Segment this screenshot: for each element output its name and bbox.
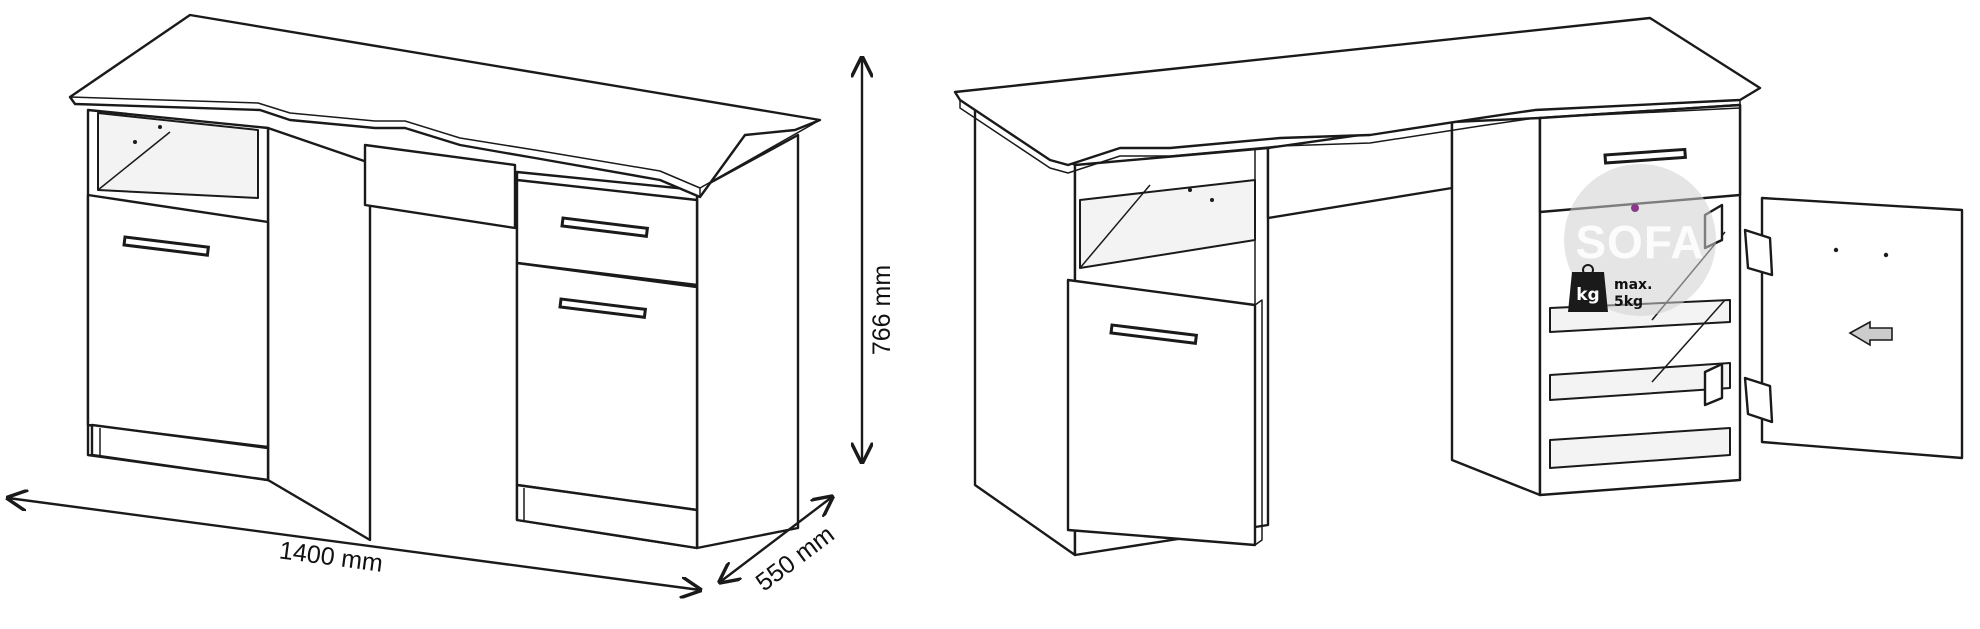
drawer-handle <box>560 216 650 238</box>
hinge-cup-lower <box>1743 376 1774 424</box>
load-max-label: max. <box>1614 277 1652 293</box>
left-door <box>86 193 270 449</box>
dimensioned-desk-view <box>68 13 822 550</box>
watermark-text: SOFA <box>1575 216 1704 268</box>
hinge-plate-lower <box>1703 362 1724 407</box>
right-pedestal-side <box>695 133 800 550</box>
open-left-side-panel <box>973 106 1077 557</box>
modesty-panel <box>363 143 517 230</box>
kg-label: kg <box>1576 285 1599 305</box>
right-door <box>515 261 699 512</box>
height-label: 766 mm <box>868 265 896 355</box>
hinge-cup-upper <box>1743 228 1774 277</box>
left-door-handle <box>122 235 211 257</box>
weight-icon <box>1568 272 1608 312</box>
open-right-shelf-2 <box>1549 362 1731 401</box>
right-door-handle <box>558 297 648 319</box>
open-right-bottom <box>1549 427 1731 469</box>
left-pedestal-side <box>266 126 372 542</box>
height-dimension: 766 mm <box>862 58 896 462</box>
opened-left-door <box>1066 278 1257 547</box>
open-right-pedestal-side <box>1450 116 1542 497</box>
left-open-shelf <box>97 112 259 199</box>
width-label: 1400 mm <box>278 536 385 577</box>
accent-dot <box>1631 204 1639 212</box>
opened-left-door-handle <box>1109 323 1199 345</box>
open-drawer-handle <box>1603 147 1687 165</box>
insert-direction-arrow <box>1848 320 1893 347</box>
left-plinth <box>90 423 270 482</box>
load-value-label: 5kg <box>1614 294 1643 310</box>
open-desk-view <box>953 16 1964 557</box>
load-limit-badge: kg max. 5kg <box>1568 264 1652 312</box>
